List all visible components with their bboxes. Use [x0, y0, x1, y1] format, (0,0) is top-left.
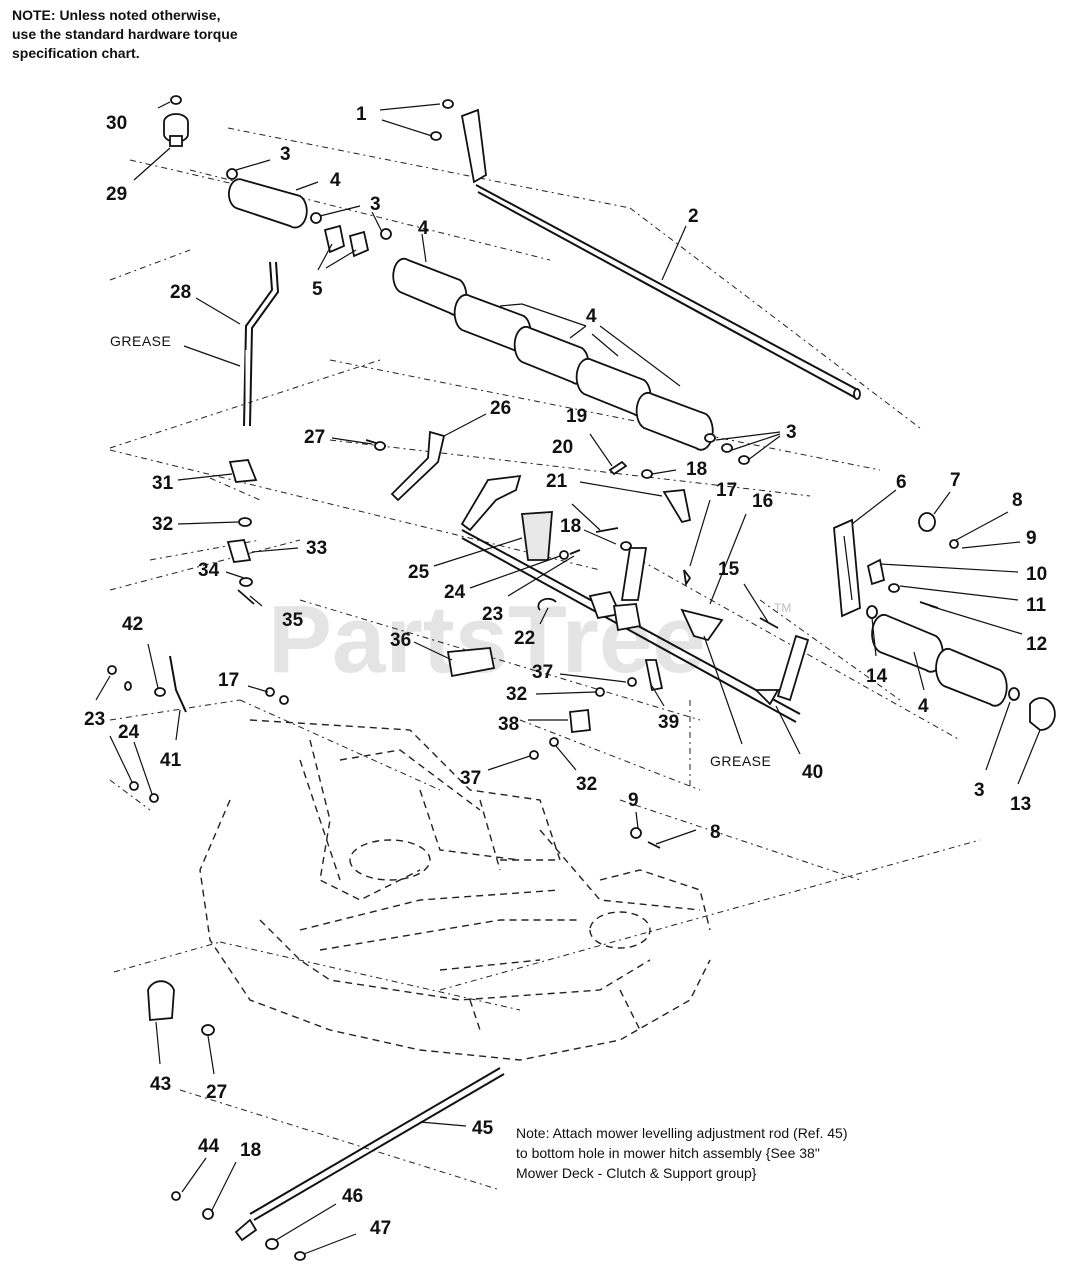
- callout-label: 31: [152, 473, 174, 494]
- callout-label: 3: [786, 422, 797, 443]
- shaft-40: [461, 529, 810, 723]
- callout-label: 4: [586, 306, 597, 327]
- callout-numbers: 1 2 3 4 3 4 5 4 3 30 29 28 26 27 19 20 1…: [84, 104, 1047, 1239]
- callout-label: 2: [688, 206, 699, 227]
- callout-label: 12: [1026, 634, 1047, 655]
- callout-label: 18: [560, 516, 581, 537]
- callout-label: 3: [280, 144, 291, 165]
- callout-label: 19: [566, 406, 587, 427]
- callout-label: 36: [390, 630, 411, 651]
- callout-label: 40: [802, 762, 823, 783]
- studs: [226, 459, 258, 563]
- callout-label: 16: [752, 491, 773, 512]
- callout-label: 9: [1026, 528, 1037, 549]
- callout-label: 24: [118, 722, 140, 743]
- callout-label: 24: [444, 582, 466, 603]
- callout-label: 39: [658, 712, 679, 733]
- callout-label: 8: [710, 822, 721, 843]
- callout-label: 10: [1026, 564, 1047, 585]
- callout-label: 3: [370, 194, 381, 215]
- callout-label: 41: [160, 750, 182, 771]
- callout-label: 46: [342, 1186, 363, 1207]
- torque-note: NOTE: Unless noted otherwise, use the st…: [12, 7, 238, 61]
- callout-label: 33: [306, 538, 327, 559]
- callout-label: 26: [490, 398, 511, 419]
- callout-label: 6: [896, 472, 907, 493]
- callout-label: 47: [370, 1218, 391, 1239]
- callout-label: 14: [866, 666, 888, 687]
- callout-label: 15: [718, 559, 740, 580]
- callout-label: 35: [282, 610, 304, 631]
- callout-label: 3: [974, 780, 985, 801]
- callout-label: 4: [418, 218, 429, 239]
- callout-label: 11: [1026, 595, 1047, 616]
- callout-label: 42: [122, 614, 143, 635]
- plates: [446, 647, 591, 733]
- rollers: [228, 178, 1008, 707]
- plate-6: [833, 518, 861, 618]
- callout-label: 13: [1010, 794, 1031, 815]
- callout-label: 5: [312, 279, 323, 300]
- callout-label: 8: [1012, 490, 1023, 511]
- trademark-mark: TM: [774, 601, 791, 615]
- hardware-small: [107, 95, 1056, 1261]
- callout-label: 43: [150, 1074, 171, 1095]
- callout-label: 9: [628, 790, 639, 811]
- callout-label: 38: [498, 714, 519, 735]
- callout-label: 34: [198, 560, 220, 581]
- watermark-text: PartsTree: [268, 586, 706, 693]
- callout-label: 32: [152, 514, 173, 535]
- callout-label: 32: [576, 774, 597, 795]
- callout-label: 23: [482, 604, 503, 625]
- link-41: [147, 655, 187, 1021]
- callout-label: 17: [218, 670, 239, 691]
- callout-label: 25: [408, 562, 430, 583]
- callout-label: 21: [546, 471, 568, 492]
- callout-label: 18: [240, 1140, 261, 1161]
- callout-label: 27: [304, 427, 325, 448]
- rod-45: [234, 1067, 505, 1242]
- callout-label: 1: [356, 104, 367, 125]
- lever-28: [243, 261, 280, 427]
- rod-2-assembly: [460, 108, 861, 400]
- levelling-rod-note: Note: Attach mower levelling adjustment …: [516, 1125, 848, 1181]
- callout-label: 37: [460, 768, 481, 789]
- callout-label: 45: [472, 1118, 494, 1139]
- callout-label: 4: [918, 696, 929, 717]
- leader-lines: [95, 101, 1041, 1255]
- mower-deck-outline: [199, 719, 711, 1061]
- callout-label: 17: [716, 480, 737, 501]
- callout-label: 18: [686, 459, 707, 480]
- brackets: [390, 430, 553, 561]
- callout-label: 22: [514, 628, 535, 649]
- callout-label: 32: [506, 684, 527, 705]
- callout-label: 23: [84, 709, 105, 730]
- callout-label: 28: [170, 282, 191, 303]
- callout-label: 44: [198, 1136, 220, 1157]
- callout-label: 27: [206, 1082, 227, 1103]
- callout-label: 4: [330, 170, 341, 191]
- callout-label: 20: [552, 437, 573, 458]
- callout-label: 30: [106, 113, 127, 134]
- callout-label: 37: [532, 662, 553, 683]
- callout-label: 29: [106, 184, 127, 205]
- grease-label-1: GREASE: [110, 333, 171, 349]
- grease-label-2: GREASE: [710, 753, 771, 769]
- callout-label: 7: [950, 470, 961, 491]
